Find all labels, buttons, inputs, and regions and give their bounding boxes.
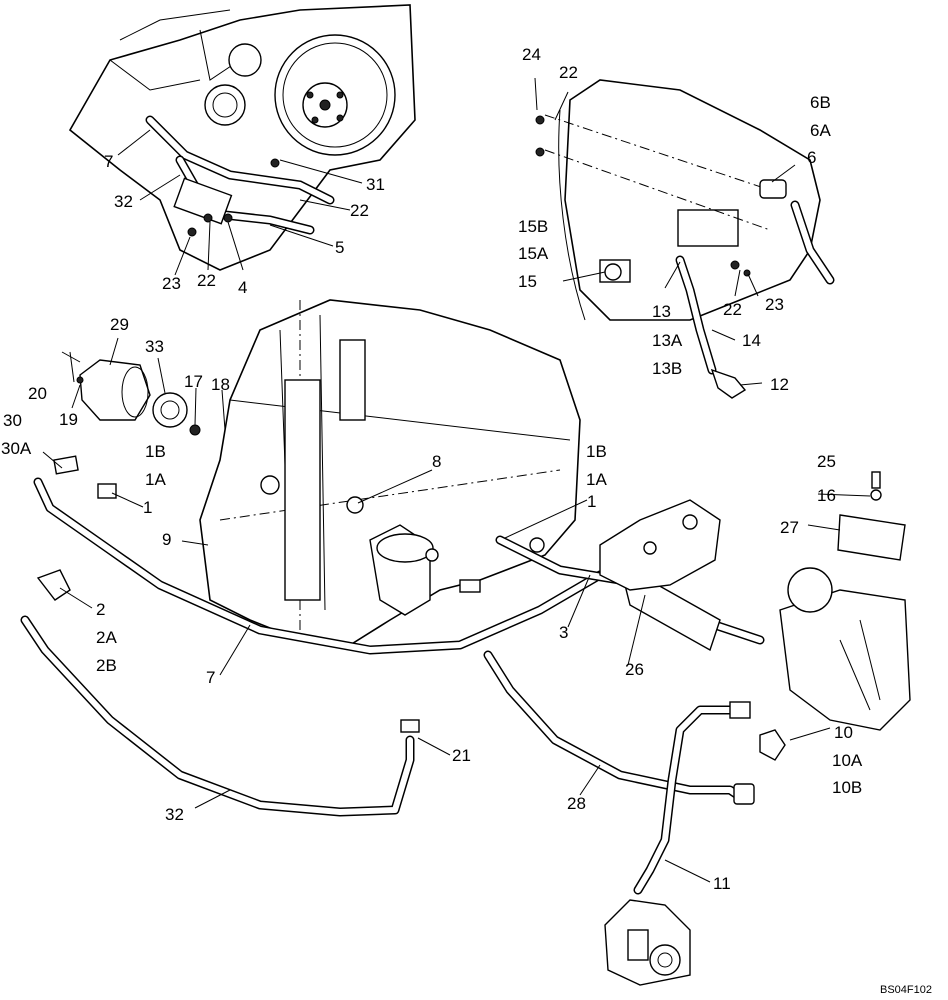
callout-1B: 1B <box>586 442 607 461</box>
callout-22: 22 <box>197 271 216 290</box>
callout-20: 20 <box>28 384 47 403</box>
leader-lines <box>42 77 871 883</box>
hose-28 <box>483 650 755 805</box>
motor-29 <box>79 359 151 421</box>
figure-reference: BS04F102 <box>880 984 932 996</box>
callout-1: 1 <box>587 492 596 511</box>
callout-2: 2 <box>96 600 105 619</box>
callout-19: 19 <box>59 410 78 429</box>
callout-30A: 30A <box>1 439 32 458</box>
callout-8: 8 <box>432 452 441 471</box>
callout-30: 30 <box>3 411 22 430</box>
control-valve <box>599 471 911 761</box>
callout-11: 11 <box>713 874 731 893</box>
callout-16: 16 <box>817 486 836 505</box>
tank-assembly <box>199 299 581 646</box>
callout-10: 10 <box>834 723 853 742</box>
hose-7 <box>33 455 605 655</box>
pump-mount-detail <box>535 79 835 399</box>
callout-5: 5 <box>335 238 344 257</box>
callout-9: 9 <box>162 530 171 549</box>
callout-13B: 13B <box>652 359 682 378</box>
gasket-27 <box>837 514 906 561</box>
callout-28: 28 <box>567 794 586 813</box>
callout-labels: 24 22 6B 6A 6 15B 15A 15 13 22 23 13A 14… <box>1 45 932 996</box>
callout-15A: 15A <box>518 244 549 263</box>
valve-block-10 <box>779 589 911 731</box>
callout-32: 32 <box>165 805 184 824</box>
callout-15B: 15B <box>518 217 548 236</box>
callout-24: 24 <box>522 45 541 64</box>
callout-7: 7 <box>206 668 215 687</box>
hose-32 <box>20 569 420 817</box>
callout-1A: 1A <box>145 470 166 489</box>
callout-23: 23 <box>765 295 784 314</box>
motor-and-gear <box>61 351 201 436</box>
callout-3: 3 <box>559 623 568 642</box>
callout-1A: 1A <box>586 470 607 489</box>
callout-4: 4 <box>238 278 247 297</box>
callout-22: 22 <box>723 300 742 319</box>
callout-32: 32 <box>114 192 133 211</box>
callout-10B: 10B <box>832 778 862 797</box>
callout-18: 18 <box>211 375 230 394</box>
callout-12: 12 <box>770 375 789 394</box>
callout-15: 15 <box>518 272 537 291</box>
callout-13: 13 <box>652 302 671 321</box>
callout-6: 6 <box>807 148 816 167</box>
callout-22: 22 <box>559 63 578 82</box>
radiator-core <box>284 379 321 601</box>
callout-29: 29 <box>110 315 129 334</box>
pump-housing <box>677 209 739 247</box>
callout-6B: 6B <box>810 93 831 112</box>
callout-10A: 10A <box>832 751 863 770</box>
callout-23: 23 <box>162 274 181 293</box>
callout-22: 22 <box>350 201 369 220</box>
callout-33: 33 <box>145 337 164 356</box>
callout-25: 25 <box>817 452 836 471</box>
callout-7: 7 <box>104 152 113 171</box>
bottom-pump <box>604 899 691 986</box>
drive-gear <box>204 84 246 126</box>
callout-1B: 1B <box>145 442 166 461</box>
callout-21: 21 <box>452 746 471 765</box>
callout-26: 26 <box>625 660 644 679</box>
callout-31: 31 <box>366 175 385 194</box>
engine-flywheel-detail <box>68 4 416 271</box>
callout-14: 14 <box>742 331 761 350</box>
callout-27: 27 <box>780 518 799 537</box>
callout-17: 17 <box>184 372 203 391</box>
callout-2A: 2A <box>96 628 117 647</box>
callout-1: 1 <box>143 498 152 517</box>
hose-11 <box>633 701 751 895</box>
callout-2B: 2B <box>96 656 117 675</box>
gear-33 <box>152 392 188 428</box>
callout-6A: 6A <box>810 121 831 140</box>
callout-13A: 13A <box>652 331 683 350</box>
